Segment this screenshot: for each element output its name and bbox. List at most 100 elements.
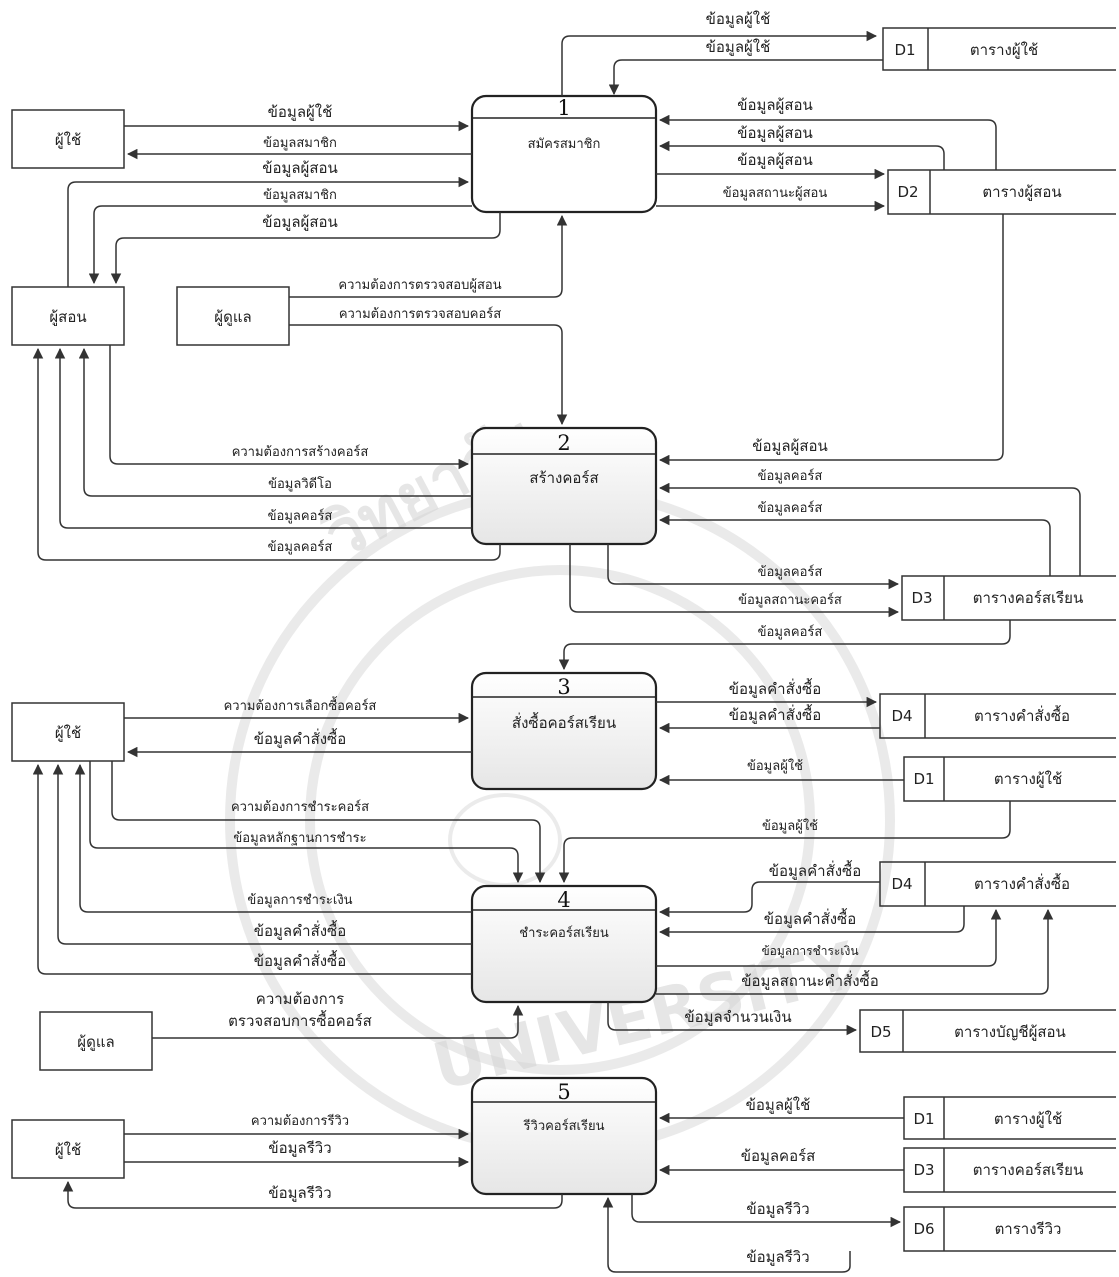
flow-label: ข้อมูลคำสั่งซื้อ (254, 920, 346, 940)
process-name: สั่งซื้อคอร์สเรียน (512, 712, 616, 732)
flow-label: ความต้องการเลือกซื้อคอร์ส (224, 696, 377, 714)
process-number: 4 (557, 888, 570, 912)
flow-arrow (67, 176, 470, 287)
flow-label: ข้อมูลวิดีโอ (268, 476, 332, 492)
flow-label: ตรวจสอบการซื้อคอร์ส (228, 1010, 372, 1030)
flow-arrow (658, 906, 965, 938)
flow-arrow (658, 140, 945, 170)
flow-label: ข้อมูลการชำระเงิน (247, 893, 352, 908)
flow-label: ข้อมูลจำนวนเงิน (684, 1008, 791, 1026)
store-name: ตารางคอร์สเรียน (973, 589, 1083, 607)
flow-label: ข้อมูลผู้สอน (737, 124, 813, 142)
store-id: D4 (891, 875, 912, 893)
flow-label: ข้อมูลคอร์ส (758, 564, 823, 580)
flow-arrow (558, 801, 1011, 884)
flow-label: ข้อมูลผู้ใช้ (268, 103, 333, 121)
flow-arrow (109, 345, 470, 470)
store-d1-low: D1 ตารางผู้ใช้ (903, 1096, 1116, 1140)
flow-label: ข้อมูลคอร์ส (268, 539, 333, 555)
process-number: 1 (557, 96, 570, 120)
store-name: ตารางคำสั่งซื้อ (974, 705, 1070, 725)
store-d4-b: D4 ตารางคำสั่งซื้อ (879, 861, 1116, 907)
flow-label: ข้อมูลรีวิว (746, 1200, 809, 1218)
process-3: 3 สั่งซื้อคอร์สเรียน (470, 671, 658, 791)
flow-arrow (631, 1194, 902, 1228)
store-id: D3 (911, 589, 932, 607)
store-d4-a: D4 ตารางคำสั่งซื้อ (879, 693, 1116, 739)
flow-label: ข้อมูลสถานะคอร์ส (738, 592, 842, 608)
flows-process-5: ความต้องการรีวิว ข้อมูลรีวิว ข้อมูลรีวิว… (62, 1096, 904, 1273)
store-name: ตารางผู้สอน (982, 183, 1061, 201)
flow-label: ข้อมูลผู้ใช้ (747, 758, 803, 774)
entity-user-2: ผู้ใช้ (11, 702, 125, 762)
process-1: 1 สมัครสมาชิก (470, 94, 658, 214)
flow-arrow (658, 514, 1051, 576)
flow-arrow (54, 347, 472, 529)
process-name: ชำระคอร์สเรียน (519, 925, 609, 941)
flow-arrow (607, 544, 900, 590)
store-d3-low: D3 ตารางคอร์สเรียน (903, 1147, 1116, 1193)
flow-label: ข้อมูลคำสั่งซื้อ (254, 728, 346, 748)
process-name: สร้างคอร์ส (529, 469, 598, 487)
flows-process-4: ความต้องการชำระคอร์ส ข้อมูลหลักฐานการชำร… (32, 761, 1054, 1039)
store-id: D6 (913, 1220, 934, 1238)
store-name: ตารางคอร์สเรียน (973, 1161, 1083, 1179)
entity-label: ผู้ดูแล (77, 1033, 114, 1051)
flow-arrow (658, 482, 1081, 576)
store-name: ตารางคำสั่งซื้อ (974, 873, 1070, 893)
flow-label: ข้อมูลคำสั่งซื้อ (729, 678, 821, 698)
flow-arrow (289, 214, 568, 298)
process-5: 5 รีวิวคอร์สเรียน (470, 1076, 658, 1196)
flow-arrow (602, 1196, 851, 1273)
flows-process-3: ข้อมูลคอร์ส ความต้องการเลือกซื้อคอร์ส ข้… (124, 620, 1011, 786)
flow-label: ข้อมูลคำสั่งซื้อ (729, 704, 821, 724)
flow-arrow (110, 212, 501, 285)
process-name: สมัครสมาชิก (528, 137, 601, 152)
flow-label: ข้อมูลรีวิว (746, 1248, 809, 1266)
flows-process-2: ความต้องการตรวจสอบคอร์ส ความต้องการสร้าง… (32, 214, 1081, 618)
flow-label: ความต้องการสร้างคอร์ส (232, 444, 369, 460)
flow-label: ข้อมูลสมาชิก (263, 188, 337, 203)
entity-label: ผู้ดูแล (214, 308, 251, 326)
flow-arrow (658, 214, 1004, 466)
flow-label: ความต้องการตรวจสอบคอร์ส (339, 306, 501, 322)
flow-arrow (32, 347, 501, 561)
store-name: ตารางผู้ใช้ (970, 41, 1038, 59)
flow-label: ข้อมูลผู้สอน (262, 213, 338, 231)
process-2: 2 สร้างคอร์ส (470, 426, 658, 546)
flow-label: ข้อมูลรีวิว (268, 1184, 331, 1202)
store-d6: D6 ตารางรีวิว (903, 1206, 1116, 1252)
flow-label: ข้อมูลคอร์ส (268, 508, 333, 524)
entity-label: ผู้สอน (49, 308, 86, 326)
flow-label: ข้อมูลผู้สอน (752, 437, 828, 455)
store-d1-mid: D1 ตารางผู้ใช้ (903, 756, 1116, 802)
store-name: ตารางผู้ใช้ (994, 1110, 1062, 1128)
store-id: D4 (891, 707, 912, 725)
flow-label: ข้อมูลคอร์ส (758, 500, 823, 516)
flow-label: ข้อมูลคำสั่งซื้อ (764, 908, 856, 928)
entity-user-3: ผู้ใช้ (11, 1119, 125, 1179)
entity-label: ผู้ใช้ (55, 1141, 81, 1159)
flow-arrow (152, 1004, 524, 1039)
store-id: D3 (913, 1161, 934, 1179)
store-name: ตารางรีวิว (995, 1220, 1062, 1238)
flow-label: ข้อมูลผู้ใช้ (706, 38, 771, 56)
flows-process-1: ข้อมูลผู้ใช้ ข้อมูลผู้ใช้ ข้อมูลผู้ใช้ ข… (67, 10, 997, 298)
flow-label: ข้อมูลคอร์ส (741, 1147, 816, 1165)
flow-arrow (607, 1002, 858, 1036)
flow-label: ข้อมูลคอร์ส (758, 624, 823, 640)
entity-label: ผู้ใช้ (55, 131, 81, 149)
entity-user-1: ผู้ใช้ (11, 109, 125, 169)
store-d1-top: D1 ตารางผู้ใช้ (882, 27, 1116, 71)
process-number: 2 (557, 431, 570, 455)
flow-arrow (569, 544, 900, 618)
store-d3: D3 ตารางคอร์สเรียน (901, 575, 1116, 621)
entity-teacher: ผู้สอน (11, 286, 125, 346)
flow-arrow (558, 620, 1011, 671)
flow-label: ความต้องการตรวจสอบผู้สอน (338, 278, 501, 293)
flow-arrow (111, 761, 546, 884)
store-id: D2 (897, 183, 918, 201)
flow-arrow (658, 881, 880, 918)
